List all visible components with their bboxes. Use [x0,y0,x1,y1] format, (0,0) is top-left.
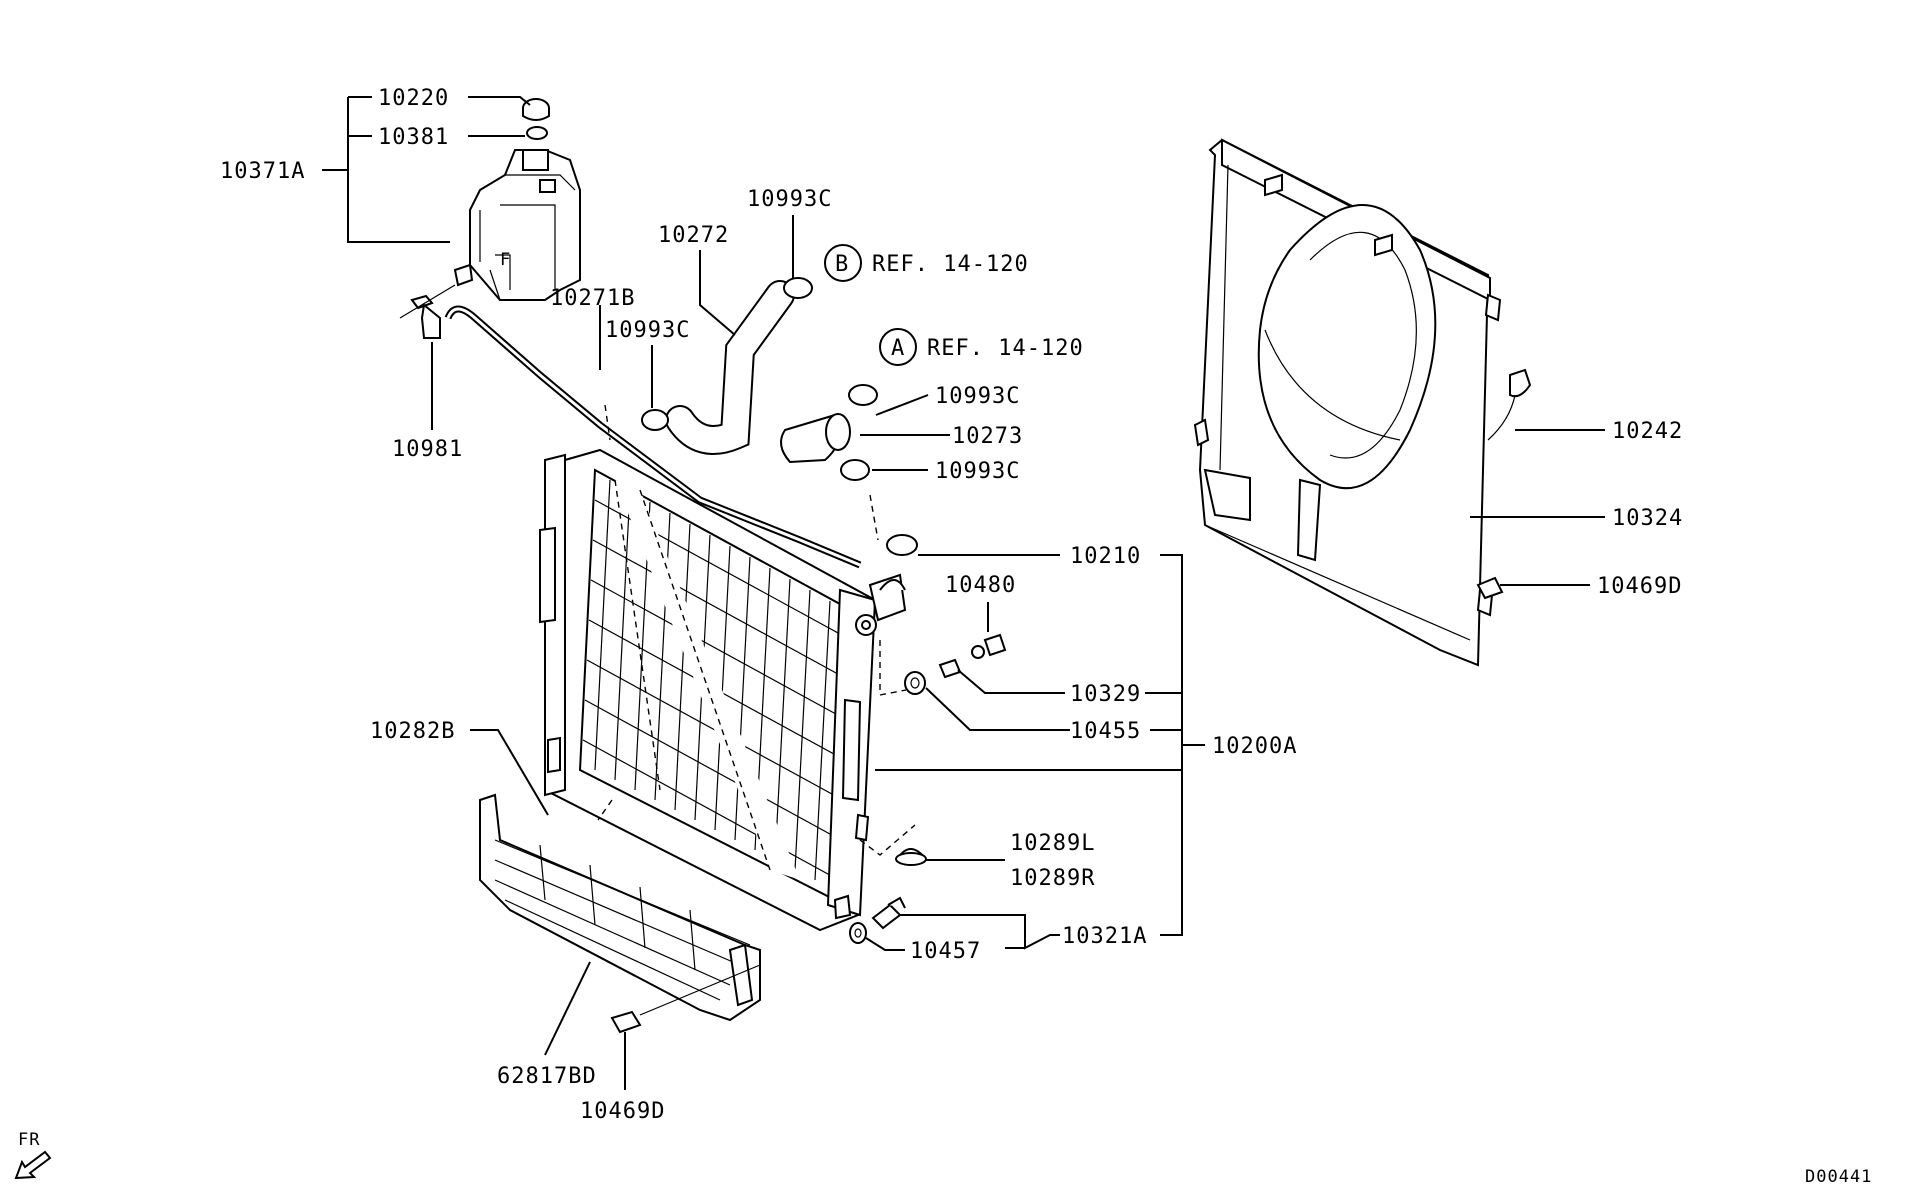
lower-hose [780,413,851,464]
label-10329: 10329 [1070,682,1141,707]
label-10480: 10480 [945,573,1016,598]
lower-shroud-drawing [479,793,761,1034]
label-10993C-top: 10993C [747,187,832,212]
reservoir-tank-drawing: F [399,98,581,339]
label-ref-a: REF. 14-120 [927,336,1084,361]
radiator-drawing [539,404,916,932]
ref-circle-b-label: B [835,252,849,277]
ref-circle-a-label: A [891,336,905,361]
label-10321A: 10321A [1062,924,1147,949]
label-10272: 10272 [658,223,729,248]
label-10981: 10981 [392,437,463,462]
ref-circle-b [824,244,862,282]
label-10993C-mid: 10993C [605,318,690,343]
label-10271B: 10271B [550,286,635,311]
label-10469D-right: 10469D [1597,574,1682,599]
label-62817BD: 62817BD [497,1064,597,1089]
label-10381: 10381 [378,125,449,150]
label-10289L: 10289L [1010,831,1095,856]
fan-shroud-drawing [1193,138,1532,667]
front-direction-indicator: FR [14,1130,52,1180]
label-10457: 10457 [910,939,981,964]
label-10455: 10455 [1070,719,1141,744]
radiator-small-parts [849,534,1007,944]
hose-clamps [641,277,878,481]
front-arrow-icon [14,1150,52,1180]
label-10371A: 10371A [220,159,305,184]
label-10289R: 10289R [1010,866,1095,891]
label-10993C-right-1: 10993C [935,384,1020,409]
label-ref-b: REF. 14-120 [872,252,1029,277]
diagram-id: D00441 [1805,1167,1872,1187]
label-10282B: 10282B [370,719,455,744]
leader-lines [322,96,1605,1090]
svg-text:F: F [500,250,511,270]
label-10210: 10210 [1070,544,1141,569]
label-10220: 10220 [378,86,449,111]
direction-label: FR [18,1130,40,1150]
label-10993C-right-2: 10993C [935,459,1020,484]
ref-circle-a [879,328,917,366]
label-10469D-bottom: 10469D [580,1099,665,1124]
label-10273: 10273 [952,424,1023,449]
label-10242: 10242 [1612,419,1683,444]
label-10200A: 10200A [1212,734,1297,759]
label-10324: 10324 [1612,506,1683,531]
